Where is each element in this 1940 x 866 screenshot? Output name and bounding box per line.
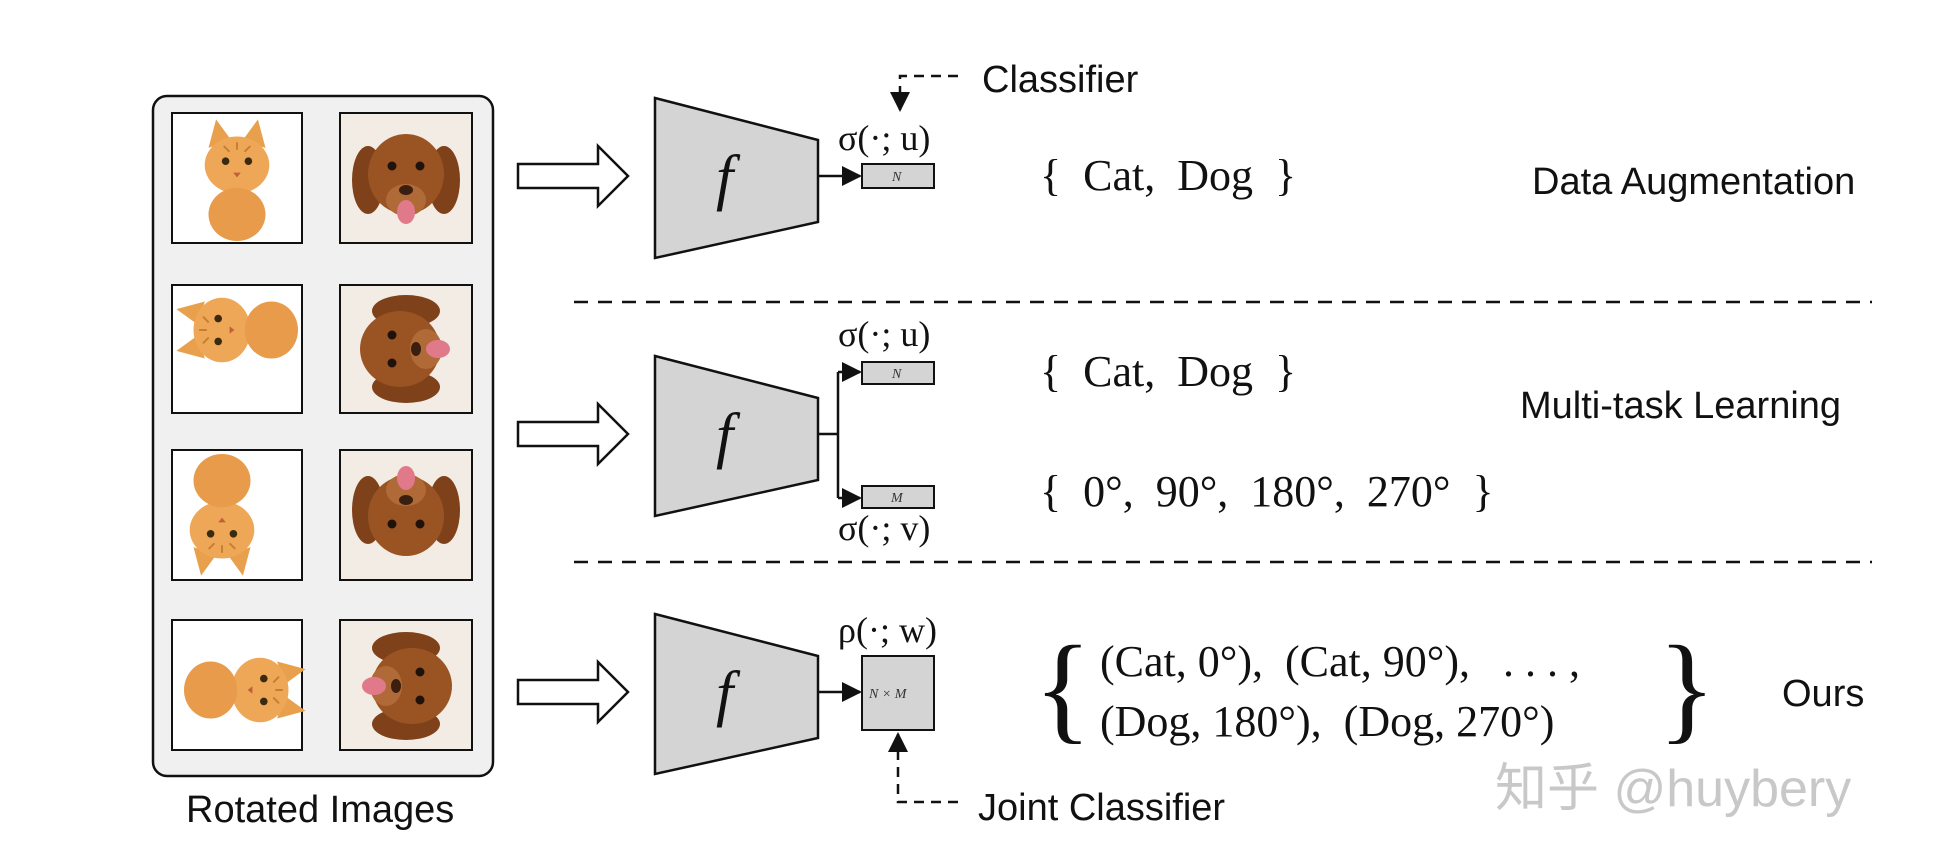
dog-image-270 — [339, 619, 473, 751]
cat-image-0 — [171, 112, 303, 244]
output-dim-m-mt: M — [890, 491, 904, 506]
rotated-images-label: Rotated Images — [186, 789, 454, 831]
output-box-m-mt — [861, 485, 935, 509]
brace-close-ours: } — [1658, 621, 1716, 754]
label-set-ours-line1: (Cat, 0°), (Cat, 90°), . . . , — [1100, 637, 1580, 686]
network-trapezoid-mt — [653, 354, 820, 518]
watermark: 知乎 @huybery — [1495, 760, 1851, 818]
multi-task-learning-label: Multi-task Learning — [1520, 385, 1841, 427]
output-box-nm-ours — [861, 655, 935, 731]
image-grid — [171, 112, 473, 751]
dog-image-90 — [339, 284, 473, 414]
head-mt-bottom: σ(·; v) — [838, 508, 930, 548]
label-set-ours-line2: (Dog, 180°), (Dog, 270°) — [1100, 697, 1554, 746]
joint-classifier-label: Joint Classifier — [978, 787, 1225, 829]
label-set-mt-rotation: { 0°, 90°, 180°, 270° } — [1040, 467, 1494, 516]
classifier-dashed-connector — [890, 74, 958, 112]
head-ours: ρ(·; w) — [838, 610, 937, 650]
output-box-n-da — [861, 163, 935, 189]
output-dim-n-da: N — [891, 170, 902, 185]
classifier-label: Classifier — [982, 59, 1139, 101]
head-da: σ(·; u) — [838, 118, 930, 158]
hollow-arrow-da — [516, 142, 630, 210]
output-dim-n-mt: N — [891, 367, 902, 382]
dog-image-180 — [339, 449, 473, 581]
hollow-arrow-mt — [516, 400, 630, 468]
head-mt-top: σ(·; u) — [838, 314, 930, 354]
dog-image-0 — [339, 112, 473, 244]
cat-image-270 — [171, 619, 307, 751]
ours-label: Ours — [1782, 673, 1864, 715]
label-set-da: { Cat, Dog } — [1040, 151, 1296, 200]
cat-image-180 — [171, 449, 303, 581]
output-dim-nm-ours: N × M — [868, 687, 908, 702]
output-box-n-mt — [861, 361, 935, 385]
network-trapezoid-ours — [653, 612, 820, 776]
joint-classifier-dashed-connector — [888, 732, 958, 804]
data-augmentation-label: Data Augmentation — [1532, 161, 1855, 203]
brace-open-ours: { — [1034, 621, 1092, 754]
label-set-mt-class: { Cat, Dog } — [1040, 347, 1296, 396]
network-trapezoid-da — [653, 96, 820, 260]
cat-image-90 — [171, 284, 303, 414]
image-panel — [151, 94, 495, 778]
hollow-arrow-ours — [516, 658, 630, 726]
